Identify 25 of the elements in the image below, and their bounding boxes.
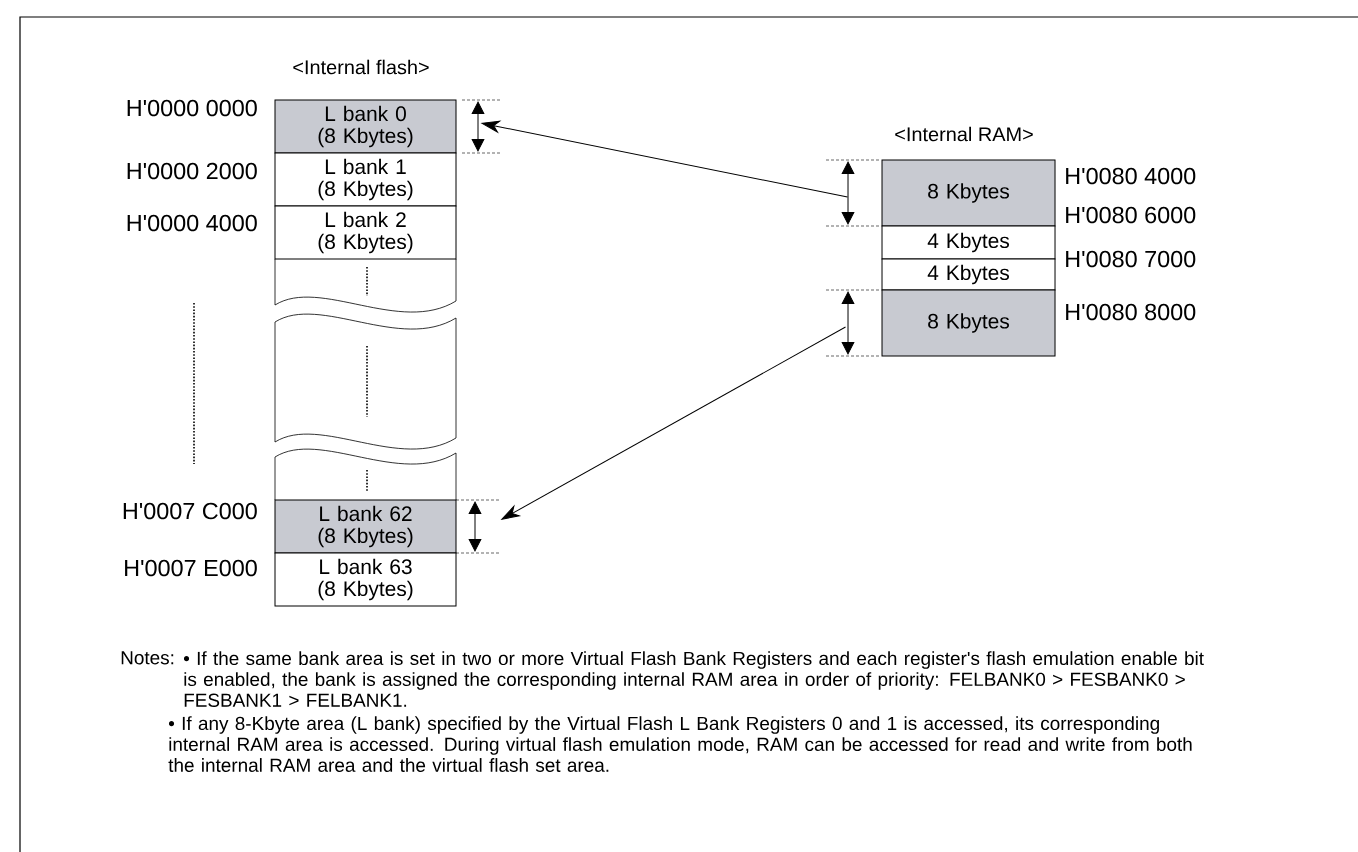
address-label: H'0000 0000 xyxy=(127,99,257,117)
address-label: H'0080 7000 xyxy=(1066,250,1196,268)
address-label: H'0007 E000 xyxy=(125,559,257,577)
arrow xyxy=(501,326,846,520)
heading-text: <Internal flash> xyxy=(293,59,429,75)
memory-block: 8 Kbytes xyxy=(881,289,1056,357)
address-label: H'0007 C000 xyxy=(123,502,257,520)
memory-block: L bank 62 (8 Kbytes) xyxy=(274,499,457,554)
note-text: • If any 8-Kbyte area (L bank) specified by the Virtual Flash L Bank Registers 0 and 1 is accessed, its corresponding internal RAM area is accessed. During virtual flash emulation mode, RAM can be accessed for read and write from both the internal RAM area and the virtual flash set area. xyxy=(168,716,1192,772)
note-text: • If the same bank area is set in two or more Virtual Flash Bank Registers and each register's flash emulation enable bit is enabled, the bank is assigned the corresponding internal RAM area in order of priority: FELBANK0 > FESBANK0 > FESBANK1 > FELBANK1. xyxy=(183,651,1204,707)
address-label: H'0080 8000 xyxy=(1066,303,1196,321)
address-label: H'0000 2000 xyxy=(127,162,257,180)
memory-block: L bank 0 (8 Kbytes) xyxy=(274,99,457,154)
heading-text: <Internal RAM> xyxy=(895,126,1033,142)
memory-block: 8 Kbytes xyxy=(881,159,1056,227)
address-label: H'0000 4000 xyxy=(127,214,257,232)
memory-block: L bank 2 (8 Kbytes) xyxy=(274,205,457,260)
memory-block: 4 Kbytes xyxy=(881,258,1056,291)
arrow xyxy=(481,120,848,198)
memory-block: L bank 1 (8 Kbytes) xyxy=(274,152,457,207)
memory-block: 4 Kbytes xyxy=(881,225,1056,260)
address-label: H'0080 4000 xyxy=(1066,167,1196,185)
memory-block: L bank 63 (8 Kbytes) xyxy=(274,552,457,607)
address-label: H'0080 6000 xyxy=(1066,206,1196,224)
note-text: Notes: xyxy=(121,651,174,665)
